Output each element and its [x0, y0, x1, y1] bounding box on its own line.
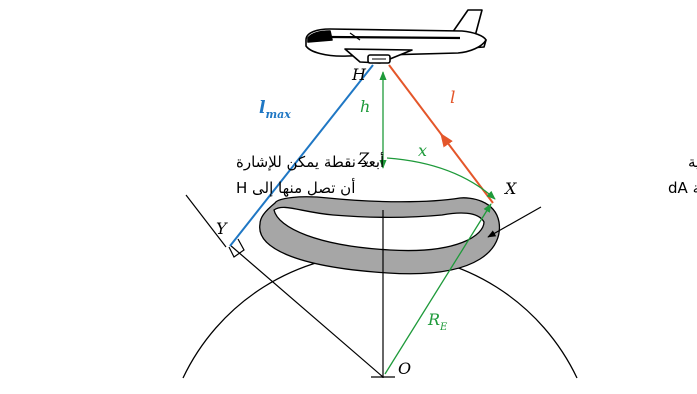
ring-pointer [487, 206, 542, 238]
annular-ring [259, 196, 501, 275]
label-l-max: lmax [259, 98, 291, 121]
label-Z: Z [357, 149, 370, 168]
annotation-ring-line1: المنطقة شبه الحلقية [688, 153, 697, 171]
annotation-ring-line2: للمساحة dA [668, 179, 697, 197]
label-l: l [450, 88, 455, 108]
label-R-E: RE [427, 310, 448, 333]
annotation-farthest-line1: أبعد نقطة يمكن للإشارة [236, 152, 384, 171]
label-X: X [503, 179, 517, 198]
label-O: O [398, 359, 411, 378]
right-angle-marker [228, 238, 245, 258]
re-arrow [384, 203, 492, 375]
label-x: x [418, 141, 427, 160]
radius-OY [229, 244, 384, 378]
airplane-icon [305, 9, 487, 64]
l-max-line [229, 64, 374, 247]
annotation-farthest-line2: أن تصل منها إلى H [236, 178, 355, 197]
y-pointer [185, 194, 227, 248]
x-arc [386, 157, 496, 200]
l-arrow [440, 132, 453, 148]
label-Y: Y [216, 219, 228, 238]
label-H: H [351, 65, 367, 84]
label-h: h [360, 97, 370, 116]
